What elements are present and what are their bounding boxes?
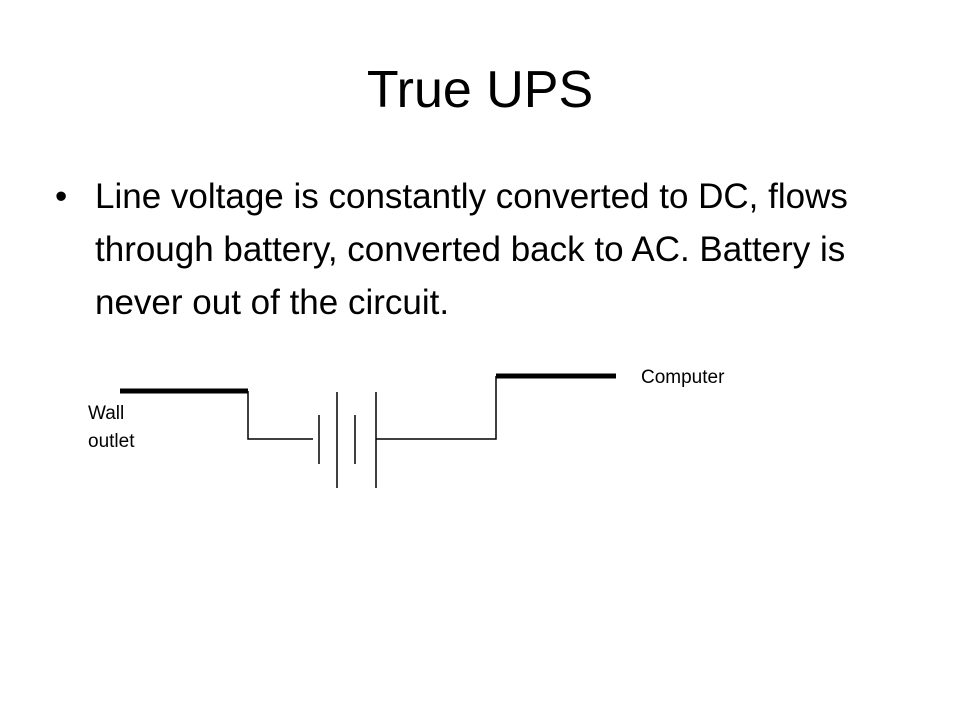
bullet-dot-icon: • — [55, 177, 68, 216]
input-wire — [247, 391, 313, 440]
wall-outlet-label: Wall outlet — [88, 403, 135, 452]
output-wire — [376, 376, 497, 440]
bullet-text: Line voltage is constantly converted to … — [95, 177, 848, 322]
computer-label: Computer — [641, 367, 725, 388]
slide-title: True UPS — [366, 61, 594, 119]
bullet-item: • Line voltage is constantly converted t… — [55, 170, 925, 329]
bullet-list: • Line voltage is constantly converted t… — [55, 170, 925, 329]
